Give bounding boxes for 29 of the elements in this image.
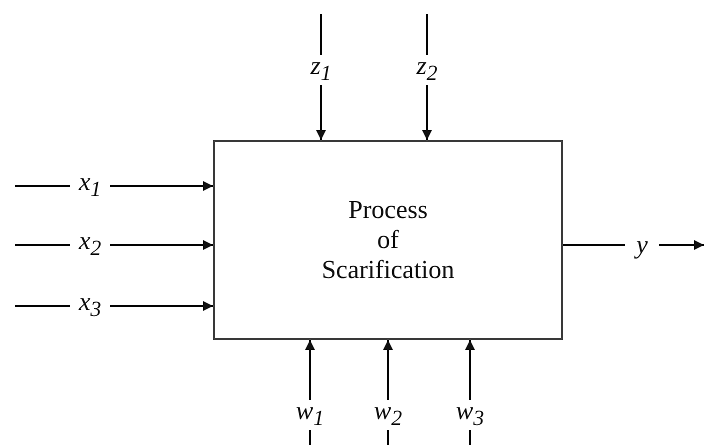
arrow xyxy=(110,301,213,311)
variable-label: z$_{2}$ xyxy=(410,55,444,85)
arrow xyxy=(659,240,704,250)
line xyxy=(320,14,322,55)
variable-label: x$_{1}$ xyxy=(70,171,110,201)
variable-label: w$_{3}$ xyxy=(450,400,490,430)
variable-label: w$_{1}$ xyxy=(290,400,330,430)
arrow xyxy=(316,85,326,140)
arrow xyxy=(383,340,393,400)
variable-label: x$_{2}$ xyxy=(70,230,110,260)
line xyxy=(15,305,70,307)
process-label: Process of Scarification xyxy=(320,195,456,285)
variable-label: z$_{1}$ xyxy=(304,55,338,85)
line xyxy=(15,185,70,187)
line xyxy=(563,244,625,246)
line xyxy=(15,244,70,246)
line xyxy=(387,430,389,445)
arrow xyxy=(422,85,432,140)
line xyxy=(309,430,311,445)
line xyxy=(469,430,471,445)
arrow xyxy=(305,340,315,400)
arrow xyxy=(110,240,213,250)
variable-label: w$_{2}$ xyxy=(368,400,408,430)
variable-label: x$_{3}$ xyxy=(70,291,110,321)
process-box xyxy=(213,140,563,340)
arrow xyxy=(465,340,475,400)
variable-label: y xyxy=(625,230,659,260)
line xyxy=(426,14,428,55)
arrow xyxy=(110,181,213,191)
